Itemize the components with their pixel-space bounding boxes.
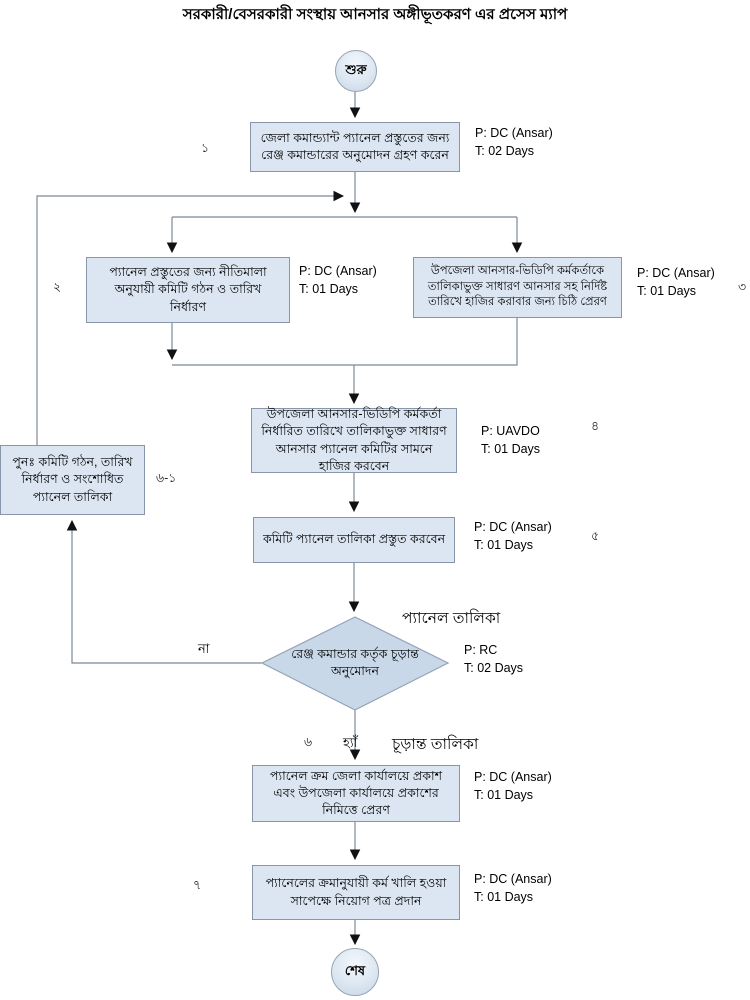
step4-number: ৪ <box>591 419 600 433</box>
decision-annotation: P: RC T: 02 Days <box>464 641 523 677</box>
step6-number: ৬ <box>304 735 313 749</box>
rework-box: পুনঃ কমিটি গঠন, তারিখ নির্ধারণ ও সংশোধিত… <box>0 445 145 515</box>
decision-time: T: 02 Days <box>464 661 524 676</box>
rework-number: ৬-১ <box>156 471 177 485</box>
step6-box: প্যানেল ক্রম জেলা কার্যালয়ে প্রকাশ এবং … <box>252 765 460 822</box>
step4-box: উপজেলা আনসার-ভিডিপি কর্মকর্তা নির্ধারিত … <box>251 407 457 473</box>
step3-performer: P: DC (Ansar) <box>637 266 715 280</box>
step1-box: জেলা কমান্ড্যান্ট প্যানেল প্রস্তুতের জন্… <box>250 122 460 172</box>
step2-time: T: 01 Days <box>299 282 359 297</box>
step1-time: T: 02 Days <box>475 144 535 159</box>
step1-performer: P: DC (Ansar) <box>475 126 553 140</box>
edge-label-final-list: চূড়ান্ত তালিকা <box>392 736 479 753</box>
step6-annotation: P: DC (Ansar) T: 01 Days <box>474 768 552 804</box>
step5-annotation: P: DC (Ansar) T: 01 Days <box>474 518 552 554</box>
step7-number: ৭ <box>193 878 202 892</box>
step7-performer: P: DC (Ansar) <box>474 872 552 886</box>
step5-performer: P: DC (Ansar) <box>474 520 552 534</box>
step2-box: প্যানেল প্রস্তুতের জন্য নীতিমালা অনুযায়… <box>86 257 290 323</box>
step6-performer: P: DC (Ansar) <box>474 770 552 784</box>
step2-performer: P: DC (Ansar) <box>299 264 377 278</box>
step2-annotation: P: DC (Ansar) T: 01 Days <box>299 262 377 298</box>
end-node: শেষ <box>331 948 379 996</box>
start-node: শুরু <box>335 50 377 92</box>
step4-annotation: P: UAVDO T: 01 Days <box>481 422 540 458</box>
page-title: সরকারী/বেসরকারী সংস্থায় আনসার অঙ্গীভূতক… <box>182 6 568 23</box>
edge-label-panel-list: প্যানেল তালিকা <box>402 610 501 627</box>
step3-annotation: P: DC (Ansar) T: 01 Days <box>637 264 715 300</box>
decision-node: রেঞ্জ কমান্ডার কর্তৃক চূড়ান্ত অনুমোদন <box>291 646 419 679</box>
step3-number: ৩ <box>738 280 747 294</box>
step5-number: ৫ <box>591 529 600 543</box>
step4-time: T: 01 Days <box>481 442 541 457</box>
step7-annotation: P: DC (Ansar) T: 01 Days <box>474 870 552 906</box>
step4-performer: P: UAVDO <box>481 424 540 438</box>
step1-number: ১ <box>201 141 210 155</box>
step7-box: প্যানেলের ক্রমানুযায়ী কর্ম খালি হওয়া স… <box>252 865 460 920</box>
step7-time: T: 01 Days <box>474 890 534 905</box>
step3-box: উপজেলা আনসার-ভিডিপি কর্মকর্তাকে তালিকাভু… <box>413 257 622 318</box>
step5-box: কমিটি প্যানেল তালিকা প্রস্তুত করবেন <box>253 517 455 563</box>
step1-annotation: P: DC (Ansar) T: 02 Days <box>475 124 553 160</box>
edge-label-yes: হ্যাঁ <box>343 735 358 750</box>
decision-performer: P: RC <box>464 643 498 657</box>
edge-label-no: না <box>198 641 210 656</box>
step6-time: T: 01 Days <box>474 788 534 803</box>
step2-number: ২ <box>53 280 62 294</box>
step5-time: T: 01 Days <box>474 538 534 553</box>
step3-time: T: 01 Days <box>637 284 697 299</box>
